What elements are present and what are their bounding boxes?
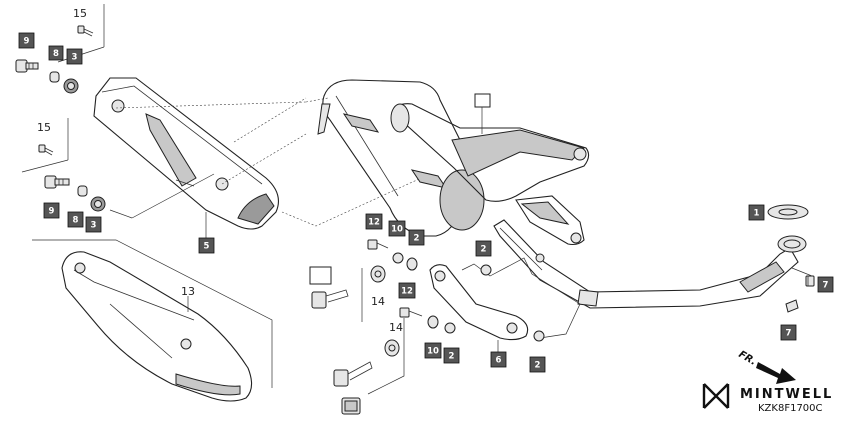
- label-15-mid: 15: [37, 121, 51, 134]
- badge-9-top: 9: [18, 32, 35, 49]
- badge-12-b: 12: [398, 282, 416, 299]
- badge-2-c: 2: [443, 347, 460, 364]
- badge-5: 5: [198, 237, 215, 254]
- svg-text:8: 8: [53, 49, 59, 59]
- svg-text:7: 7: [823, 281, 829, 291]
- badge-8-mid: 8: [67, 211, 84, 228]
- nut-7-b: [785, 299, 799, 313]
- long-bolt-b: [333, 361, 373, 387]
- bolt-9-top: [15, 59, 39, 73]
- badge-2-b: 2: [475, 240, 492, 257]
- dashed-leaders: [115, 97, 431, 227]
- washer-2-a: [392, 252, 404, 264]
- badge-3-top: 3: [66, 48, 83, 65]
- part-label-box-top: [474, 93, 491, 108]
- svg-text:2: 2: [535, 361, 541, 371]
- bolt-12-b: [399, 307, 423, 318]
- front-direction-arrow: FR.: [737, 349, 796, 384]
- muffler-stay-6: [429, 264, 529, 341]
- badge-7-a: 7: [817, 276, 834, 293]
- nut-7-a: [805, 275, 815, 287]
- svg-text:2: 2: [414, 234, 420, 244]
- badge-6: 6: [490, 351, 507, 368]
- badge-9-mid: 9: [43, 202, 60, 219]
- washer-2-b: [480, 264, 492, 276]
- bracket-lines-center: [361, 268, 405, 395]
- badge-10-b: 10: [424, 342, 442, 359]
- svg-text:1: 1: [754, 209, 760, 219]
- grommet-3-mid: [90, 196, 106, 212]
- badge-7-b: 7: [780, 324, 797, 341]
- label-15-top: 15: [73, 7, 87, 20]
- front-label: FR.: [737, 349, 759, 368]
- bracket-box-15-mid: [21, 118, 69, 173]
- badge-12-a: 12: [365, 213, 383, 230]
- nut-bottom: [341, 397, 361, 415]
- badge-10-a: 10: [388, 220, 406, 237]
- collar-8-mid: [77, 185, 88, 197]
- svg-text:7: 7: [786, 329, 792, 339]
- washer-14-a: [370, 265, 386, 283]
- gasket-1: [767, 204, 809, 220]
- diagram-code: KZK8F1700C: [758, 403, 823, 414]
- svg-text:9: 9: [49, 207, 55, 217]
- part-label-box-bolt: [309, 266, 332, 285]
- svg-text:2: 2: [449, 352, 455, 362]
- label-14-a: 14: [371, 295, 385, 308]
- svg-text:12: 12: [368, 218, 380, 228]
- screw-15-top: [77, 25, 94, 37]
- long-bolt-a: [311, 289, 349, 309]
- collar-10-b: [427, 315, 439, 329]
- screw-15-mid: [38, 144, 54, 156]
- washer-14-b: [384, 339, 400, 357]
- muffler-protector-5: [93, 77, 279, 230]
- bolt-12-a: [367, 239, 389, 250]
- washer-2-c: [444, 322, 456, 334]
- muffler-body: [317, 79, 590, 246]
- exhaust-pipe: [493, 219, 807, 309]
- svg-text:8: 8: [73, 216, 79, 226]
- brand-logo: [702, 383, 730, 409]
- heat-guard-13: [61, 251, 253, 402]
- svg-text:10: 10: [427, 347, 439, 357]
- svg-text:2: 2: [481, 245, 487, 255]
- svg-text:3: 3: [72, 53, 78, 63]
- label-13: 13: [181, 285, 195, 298]
- svg-text:6: 6: [496, 356, 502, 366]
- collar-10-a: [406, 257, 418, 271]
- badge-2-a: 2: [408, 229, 425, 246]
- bracket-box-13: [32, 239, 273, 388]
- grommet-3-top: [63, 78, 79, 94]
- badge-3-mid: 3: [85, 216, 102, 233]
- badge-8-top: 8: [48, 45, 64, 61]
- svg-text:9: 9: [24, 37, 30, 47]
- bolt-9-mid: [44, 175, 70, 189]
- collar-8-top: [49, 71, 60, 83]
- svg-text:10: 10: [391, 225, 403, 235]
- badge-2-d: 2: [529, 356, 546, 373]
- badge-1: 1: [748, 204, 765, 221]
- svg-text:12: 12: [401, 287, 413, 297]
- brand-name: MINTWELL: [740, 387, 833, 402]
- label-14-b: 14: [389, 321, 403, 334]
- washer-2-d: [533, 330, 545, 342]
- svg-text:3: 3: [91, 221, 97, 231]
- svg-text:5: 5: [204, 242, 210, 252]
